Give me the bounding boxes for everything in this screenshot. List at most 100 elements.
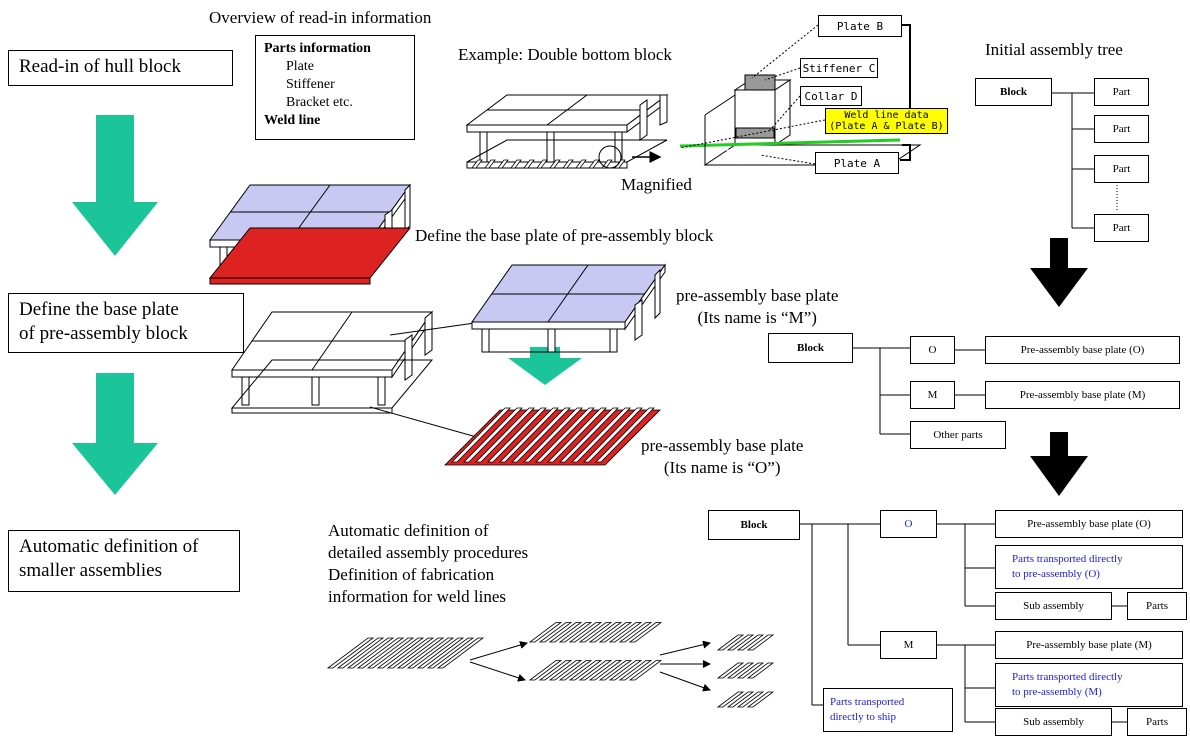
base-m-caption-line1: pre-assembly base plate [676, 286, 839, 305]
large-assembly-stiffener [346, 637, 395, 669]
o-stiffener [511, 407, 571, 463]
weld-line-data-line1: Weld line data [844, 110, 929, 121]
large-assembly-stiffener [436, 637, 485, 669]
small-assembly-stiffener [736, 662, 765, 679]
tree3-o-node: O [880, 510, 937, 538]
tree3-direct-m-node: Parts transported directly to pre-assemb… [995, 663, 1183, 707]
tree3-direct-m-line2: to pre-assembly (M) [1012, 686, 1102, 698]
stiffener-tooth [562, 159, 574, 169]
plate-b-bracket [900, 24, 911, 161]
tree3-sub-o-node: Sub assembly [995, 592, 1112, 620]
large-assembly-stiffener [386, 637, 435, 669]
magnify-marker [598, 145, 662, 169]
o-stiffener [559, 407, 619, 463]
auto-definition-text: Automatic definition of detailed assembl… [328, 520, 528, 608]
o-stiffener [571, 407, 631, 463]
stiffener-tooth [523, 159, 535, 169]
mid-assembly-stiffener [628, 622, 663, 643]
overview-title: Overview of read-in information [209, 8, 432, 27]
mid-assembly-stiffener [538, 622, 573, 643]
overview-parts-info: Parts information [264, 41, 371, 56]
o-stiffener [487, 407, 547, 463]
tree3-ship-node: Parts transported directly to ship [823, 688, 953, 732]
overview-item-stiffener: Stiffener [286, 77, 335, 92]
tree1-part-node-1: Part [1094, 78, 1149, 106]
mid-assembly-stiffener [618, 660, 653, 681]
mid-assembly-stiffener [578, 660, 613, 681]
overview-item-plate: Plate [286, 59, 314, 74]
tree3-base-m-node: Pre-assembly base plate (M) [995, 631, 1183, 659]
flow-arrow-1 [72, 115, 158, 256]
tree2-other-parts-node: Other parts [910, 421, 1006, 449]
o-stiffener [451, 407, 511, 463]
base-plate-block-colored [208, 183, 412, 285]
mid-assembly-stiffener [568, 660, 603, 681]
step-define-line1: Define the base plate [19, 299, 179, 320]
step-auto-line2: smaller assemblies [19, 560, 162, 581]
o-stiffener [583, 407, 643, 463]
stiffener-tooth [471, 159, 483, 169]
stiffener-tooth [575, 159, 587, 169]
tree1-connectors [1052, 92, 1118, 229]
large-assembly-stiffener [356, 637, 405, 669]
smaller-assemblies [326, 622, 775, 708]
overview-weld-line: Weld line [264, 113, 321, 128]
label-plate-b: Plate B [818, 15, 902, 37]
mid-assembly-stiffener [568, 622, 603, 643]
label-plate-a: Plate A [815, 152, 899, 174]
small-assembly-stiffener [726, 662, 755, 679]
tree3-m-node: M [880, 631, 937, 659]
label-collar-d: Collar D [800, 86, 862, 106]
o-stiffener [523, 407, 583, 463]
weld-line-data-line2: (Plate A & Plate B) [829, 121, 944, 132]
step-readin: Read-in of hull block [8, 50, 233, 86]
tree3-direct-m-line1: Parts transported directly [1012, 671, 1123, 683]
tree2-connectors [853, 347, 985, 435]
tree3-sub-m-node: Sub assembly [995, 708, 1112, 736]
stiffener-tooth [497, 159, 509, 169]
tree1-part-node-2: Part [1094, 115, 1149, 143]
base-o-caption-line1: pre-assembly base plate [641, 436, 804, 455]
define-caption: Define the base plate of pre-assembly bl… [415, 226, 714, 245]
o-stiffener [595, 407, 655, 463]
tree2-block-node: Block [768, 333, 853, 363]
large-assembly-stiffener [326, 637, 375, 669]
mid-assembly-stiffener [588, 622, 623, 643]
small-assembly-stiffener [736, 691, 765, 708]
double-bottom-block-example [465, 94, 669, 169]
auto-text-line4: information for weld lines [328, 587, 506, 606]
label-stiffener-c: Stiffener C [800, 58, 878, 78]
stiffener-tooth [549, 159, 561, 169]
auto-text-line3: Definition of fabrication [328, 565, 495, 584]
large-assembly-stiffener [406, 637, 455, 669]
mid-assembly-stiffener [608, 622, 643, 643]
tree3-base-o-node: Pre-assembly base plate (O) [995, 510, 1183, 538]
tree2-base-o-node: Pre-assembly base plate (O) [985, 336, 1180, 364]
tree1-part-node-3: Part [1094, 155, 1149, 183]
tree3-direct-o-line1: Parts transported directly [1012, 553, 1123, 565]
mid-assembly-stiffener [618, 622, 653, 643]
tree-arrow-1 [1030, 238, 1088, 307]
mid-assembly-stiffener [528, 622, 563, 643]
small-assembly-stiffener [726, 634, 755, 651]
tree3-block-node: Block [708, 510, 800, 540]
tree-arrow-2 [1030, 432, 1088, 496]
auto-text-line2: detailed assembly procedures [328, 543, 529, 562]
tree2-base-m-node: Pre-assembly base plate (M) [985, 381, 1180, 409]
tree1-block-node: Block [975, 78, 1052, 106]
tree1-part-node-4: Part [1094, 214, 1149, 242]
stiffener-tooth [536, 159, 548, 169]
detail-leaders [679, 24, 826, 165]
small-assembly-stiffener [736, 634, 765, 651]
large-assembly-stiffener [376, 637, 425, 669]
small-assembly-stiffener [726, 691, 755, 708]
flow-arrow-small [508, 347, 582, 385]
mid-assembly-stiffener [628, 660, 663, 681]
large-assembly-stiffener [396, 637, 445, 669]
large-assembly-stiffener [416, 637, 465, 669]
o-stiffener [547, 407, 607, 463]
tree3-connectors [800, 523, 1127, 723]
base-m-caption: pre-assembly base plate (Its name is “M”… [676, 285, 838, 329]
mid-assembly-stiffener [548, 660, 583, 681]
